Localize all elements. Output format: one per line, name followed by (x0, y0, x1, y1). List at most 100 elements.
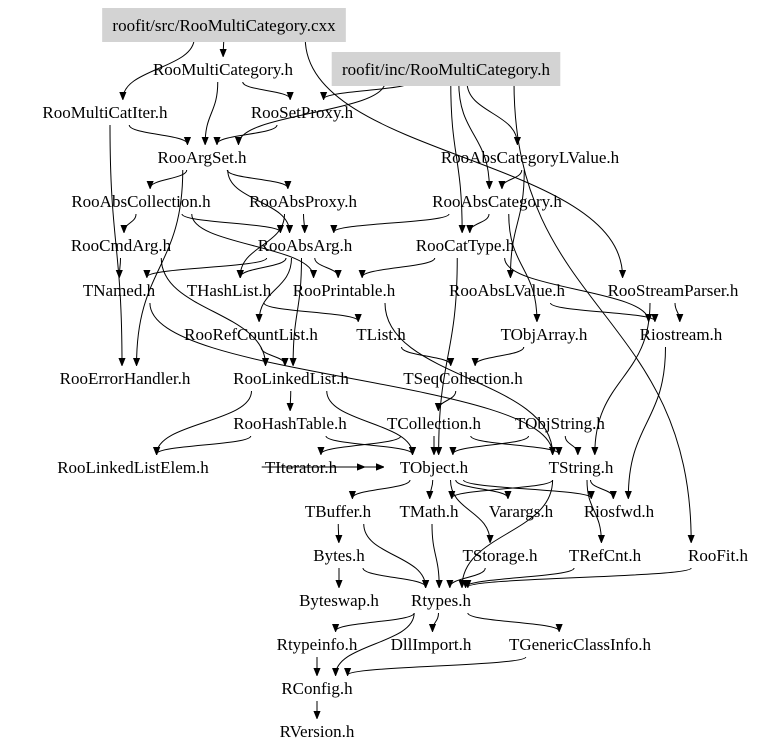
dependency-edge (191, 213, 314, 277)
node-label: TMath.h (399, 502, 459, 521)
node-label: Rtypes.h (411, 591, 471, 610)
dependency-edge (510, 169, 525, 277)
dependency-edge (157, 435, 252, 454)
dependency-edge (466, 567, 575, 587)
dependency-edge (217, 124, 278, 144)
graph-node[interactable]: RooFit.h (688, 546, 748, 565)
node-label: TList.h (356, 325, 406, 344)
graph-node[interactable]: Riostream.h (640, 325, 723, 344)
graph-node[interactable]: TGenericClassInfo.h (509, 635, 652, 654)
graph-node[interactable]: Bytes.h (313, 546, 365, 565)
node-label: TNamed.h (83, 281, 156, 300)
dependency-edge (352, 479, 411, 498)
node-label: Bytes.h (313, 546, 365, 565)
dependency-edge (149, 302, 553, 454)
dependency-edge (240, 257, 287, 277)
graph-node[interactable]: TCollection.h (387, 414, 481, 433)
graph-node[interactable]: Varargs.h (489, 502, 554, 521)
node-label: TObjArray.h (501, 325, 588, 344)
graph-node[interactable]: TObjArray.h (501, 325, 588, 344)
dependency-edge (259, 257, 292, 321)
graph-node[interactable]: RooAbsCategoryLValue.h (441, 148, 620, 167)
graph-node[interactable]: TList.h (356, 325, 406, 344)
graph-node[interactable]: RooRefCountList.h (184, 325, 318, 344)
dependency-edge (384, 302, 553, 454)
graph-node[interactable]: RooArgSet.h (158, 148, 247, 167)
graph-node[interactable]: TNamed.h (83, 281, 156, 300)
graph-node[interactable]: RooLinkedListElem.h (57, 458, 209, 477)
dependency-edge (263, 302, 358, 321)
node-label: RooAbsLValue.h (449, 281, 566, 300)
graph-node[interactable]: roofit/src/RooMultiCategory.cxx (102, 8, 346, 42)
graph-node[interactable]: TSeqCollection.h (403, 369, 523, 388)
graph-node[interactable]: TObject.h (400, 458, 469, 477)
graph-node[interactable]: Byteswap.h (299, 591, 379, 610)
graph-node[interactable]: Rtypeinfo.h (277, 635, 358, 654)
graph-node[interactable]: TStorage.h (462, 546, 538, 565)
graph-node[interactable]: RooCmdArg.h (71, 236, 172, 255)
dependency-edge (595, 302, 651, 454)
dependency-edge (137, 169, 184, 365)
node-label: RooLinkedListElem.h (57, 458, 209, 477)
dependency-edge (463, 479, 592, 498)
graph-node[interactable]: TIterator.h (265, 458, 338, 477)
dependency-edge (119, 257, 120, 277)
dependency-edge (586, 479, 601, 542)
dependency-edge (438, 390, 457, 410)
node-label: RooAbsCollection.h (71, 192, 211, 211)
graph-node[interactable]: TBuffer.h (305, 502, 372, 521)
graph-node[interactable]: RooSetProxy.h (251, 103, 354, 122)
dependency-edge (467, 612, 559, 631)
node-label: Byteswap.h (299, 591, 379, 610)
graph-node[interactable]: RooAbsCategory.h (432, 192, 562, 211)
node-label: RVersion.h (280, 722, 355, 741)
graph-node[interactable]: RooAbsProxy.h (249, 192, 357, 211)
dependency-edge (325, 435, 412, 454)
node-label: RooMultiCategory.h (153, 60, 294, 79)
graph-node[interactable]: RVersion.h (280, 722, 355, 741)
dependency-edge (348, 656, 527, 675)
graph-node[interactable]: Rtypes.h (411, 591, 471, 610)
dependency-edge (181, 213, 280, 232)
graph-node[interactable]: THashList.h (187, 281, 272, 300)
graph-node[interactable]: Riosfwd.h (584, 502, 655, 521)
graph-node[interactable]: RooAbsLValue.h (449, 281, 566, 300)
graph-node[interactable]: RooPrintable.h (293, 281, 396, 300)
node-label: RooAbsCategoryLValue.h (441, 148, 620, 167)
dependency-edge (401, 346, 451, 365)
dependency-edge (150, 169, 188, 188)
node-label: RooErrorHandler.h (60, 369, 191, 388)
node-label: RooAbsProxy.h (249, 192, 357, 211)
node-label: TGenericClassInfo.h (509, 635, 652, 654)
node-label: TObjString.h (515, 414, 605, 433)
node-label: RooAbsCategory.h (432, 192, 562, 211)
graph-node[interactable]: TMath.h (399, 502, 459, 521)
graph-node[interactable]: RooAbsArg.h (258, 236, 353, 255)
graph-node[interactable]: TString.h (549, 458, 614, 477)
node-label: TStorage.h (462, 546, 538, 565)
graph-node[interactable]: RooStreamParser.h (608, 281, 739, 300)
dependency-edge (147, 257, 268, 277)
node-label: RConfig.h (281, 679, 353, 698)
graph-node[interactable]: TRefCnt.h (569, 546, 642, 565)
dependency-edge (450, 567, 486, 587)
dependency-edge (362, 257, 436, 277)
dependency-edge (468, 567, 692, 587)
graph-node[interactable]: TObjString.h (515, 414, 605, 433)
graph-node[interactable]: RooAbsCollection.h (71, 192, 211, 211)
dependency-edge (431, 523, 439, 587)
graph-node[interactable]: roofit/inc/RooMultiCategory.h (331, 52, 561, 86)
graph-node[interactable]: RConfig.h (281, 679, 353, 698)
dependency-edge (439, 257, 458, 454)
dependency-edge (336, 612, 415, 675)
dependency-edge (508, 213, 537, 321)
graph-node[interactable]: RooMultiCatIter.h (42, 103, 168, 122)
graph-node[interactable]: RooMultiCategory.h (153, 60, 294, 79)
node-label: RooCmdArg.h (71, 236, 172, 255)
node-label: RooCatType.h (416, 236, 515, 255)
graph-node[interactable]: DllImport.h (391, 635, 472, 654)
graph-node[interactable]: RooErrorHandler.h (60, 369, 191, 388)
graph-node[interactable]: RooLinkedList.h (233, 369, 349, 388)
graph-node[interactable]: RooHashTable.h (233, 414, 347, 433)
graph-node[interactable]: RooCatType.h (416, 236, 515, 255)
